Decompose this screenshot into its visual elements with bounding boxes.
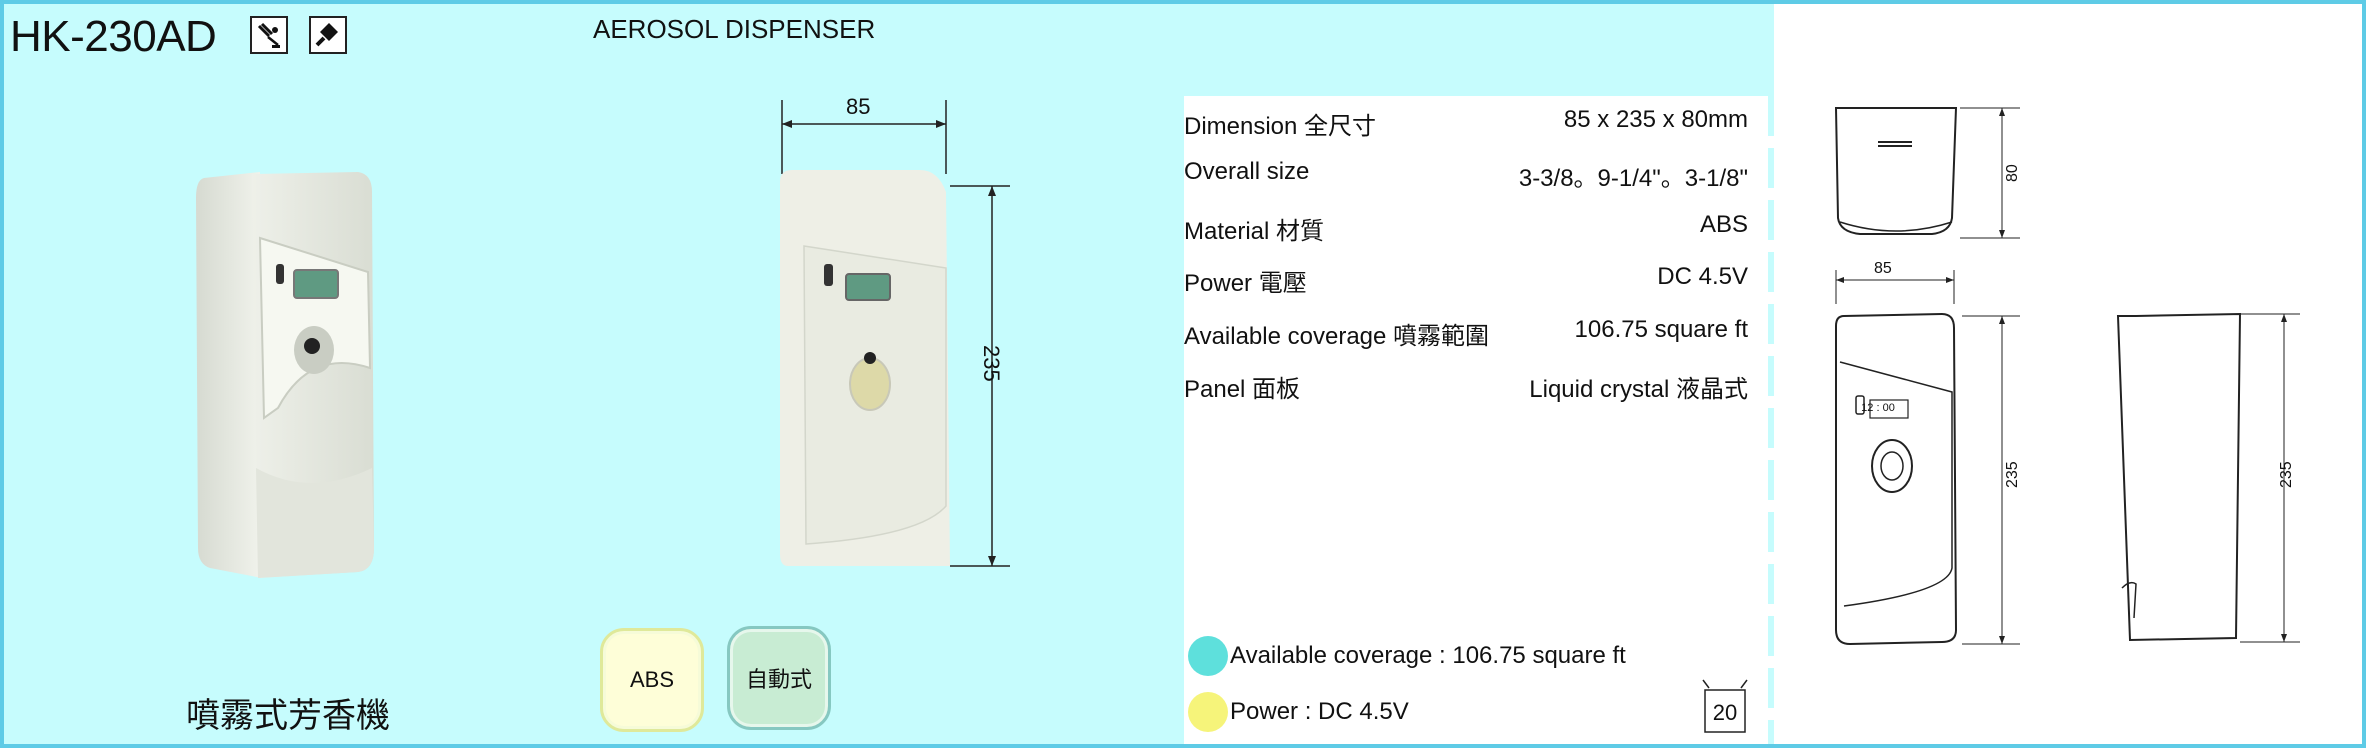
spec-label: Available coverage 噴霧範圍 (1184, 323, 1490, 350)
power-dot-icon (1188, 692, 1228, 732)
spec-row: Overall size 3-3/8。9-1/4"。3-1/8" (1184, 158, 1748, 194)
legend-power-text: Power : DC 4.5V (1230, 698, 1409, 725)
spec-label: Overall size (1184, 158, 1310, 185)
front-width-label: 85 (846, 94, 871, 119)
material-badge: ABS (600, 628, 704, 732)
header-band-right (1184, 4, 1774, 96)
page-number-box: 20 (1701, 676, 1749, 741)
spec-row: Material 材質 ABS (1184, 211, 1748, 247)
spec-label: Panel 面板 (1184, 376, 1301, 403)
legend-coverage-text: Available coverage : 106.75 square ft (1230, 642, 1626, 669)
coverage-dot-icon (1188, 636, 1228, 676)
drawing-side-height-label: 235 (2278, 461, 2295, 488)
drawing-display-text: 12 : 00 (1861, 402, 1895, 414)
legend-coverage: Available coverage : 106.75 square ft (1188, 636, 1626, 676)
technical-drawings (1834, 107, 2300, 646)
drawing-depth-label: 80 (2004, 164, 2021, 182)
top-view-drawing (1834, 107, 2020, 239)
product-photo (196, 172, 374, 578)
spec-value: 3-3/8。9-1/4"。3-1/8" (1518, 165, 1748, 192)
spec-label: Power 電壓 (1184, 270, 1307, 297)
spec-value: ABS (1699, 211, 1748, 238)
model-number: HK-230AD (10, 12, 217, 61)
page-number: 20 (1712, 700, 1738, 725)
spec-panel-background (1184, 96, 1774, 744)
spec-value: 85 x 235 x 80mm (1563, 106, 1748, 133)
spec-value: 106.75 square ft (1574, 316, 1748, 343)
dashed-divider (1768, 96, 1774, 744)
side-view-drawing (2116, 312, 2300, 643)
page-box-icon (1702, 679, 1748, 733)
spec-row: Dimension 全尺寸 85 x 235 x 80mm (1184, 106, 1748, 142)
drawing-width-label: 85 (1874, 260, 1892, 277)
front-height-label: 235 (979, 345, 1004, 382)
spec-label: Material 材質 (1184, 218, 1325, 245)
front-view-drawing (1835, 270, 2020, 646)
spec-row: Power 電壓 DC 4.5V (1184, 263, 1748, 299)
spec-label: Dimension 全尺寸 (1184, 113, 1377, 140)
spec-row: Available coverage 噴霧範圍 106.75 square ft (1184, 316, 1748, 352)
spec-row: Panel 面板 Liquid crystal 液晶式 (1184, 369, 1748, 405)
adhesive-mount-icon (309, 16, 347, 54)
drawing-front-height-label: 235 (2004, 461, 2021, 488)
spec-value: Liquid crystal 液晶式 (1529, 376, 1748, 403)
product-type-title: AEROSOL DISPENSER (593, 14, 876, 44)
product-name-chinese: 噴霧式芳香機 (186, 696, 390, 736)
spec-value: DC 4.5V (1657, 263, 1748, 290)
legend-power: Power : DC 4.5V (1188, 692, 1409, 732)
mode-badge: 自動式 (727, 626, 831, 730)
front-dimension-view (780, 100, 1010, 567)
screw-mount-icon (250, 16, 288, 54)
